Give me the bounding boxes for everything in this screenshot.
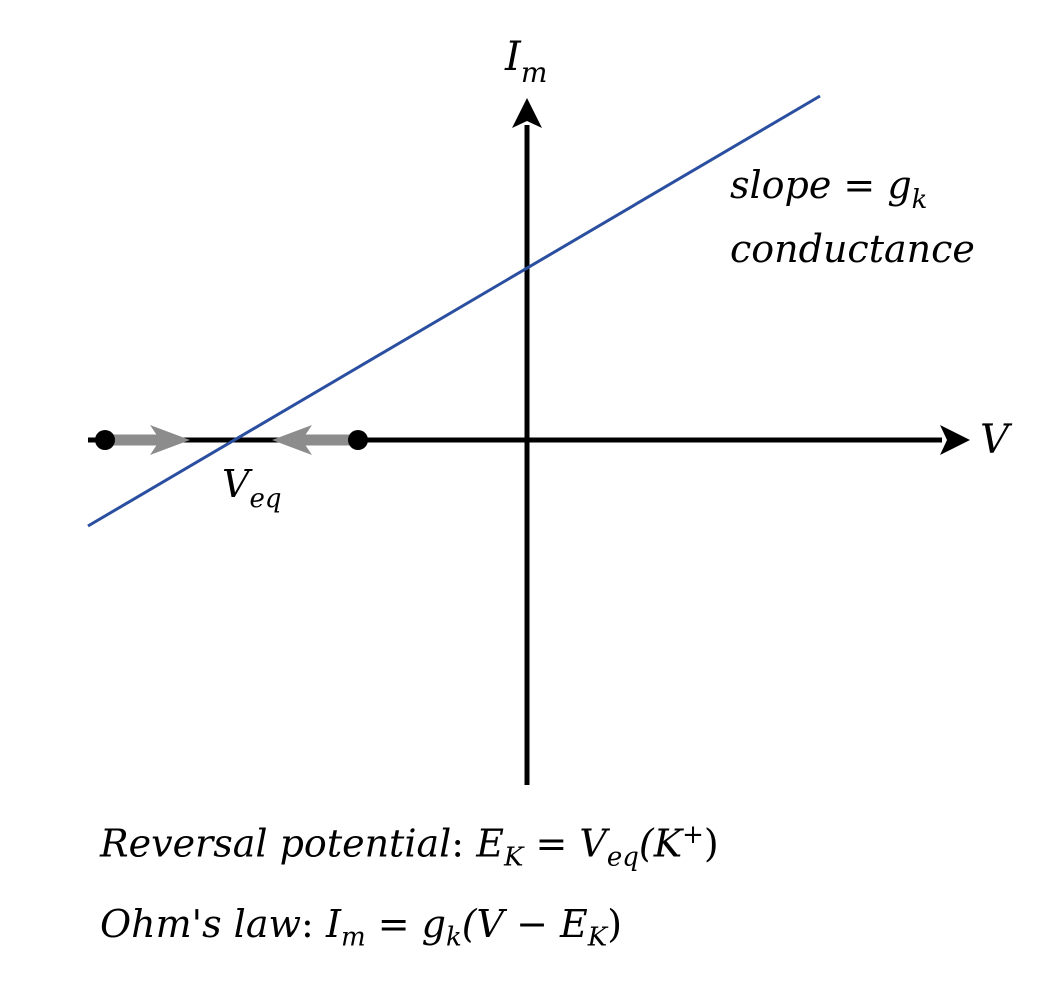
reversal-potential-equation: Reversal potential: EK = Veq(K+) — [100, 820, 719, 873]
x-axis-arrowhead — [940, 425, 970, 455]
right-start-dot — [348, 430, 368, 450]
y-axis-label: Im — [504, 34, 547, 89]
left-pointing-arrowhead — [272, 425, 312, 455]
ohms-law-label: Ohm's law — [100, 902, 302, 946]
v-eq-label: Veq — [222, 462, 281, 514]
reversal-label: Reversal potential — [100, 821, 452, 866]
slope-label: slope = gk — [730, 163, 927, 215]
x-axis-label: V — [980, 417, 1013, 463]
right-pointing-arrowhead — [150, 425, 190, 455]
conductance-label: conductance — [730, 227, 975, 271]
iv-line — [87, 94, 821, 528]
left-start-dot — [95, 430, 115, 450]
y-axis-arrowhead — [512, 98, 542, 128]
ohms-law-equation: Ohm's law: Im = gk(V − EK) — [100, 902, 623, 953]
